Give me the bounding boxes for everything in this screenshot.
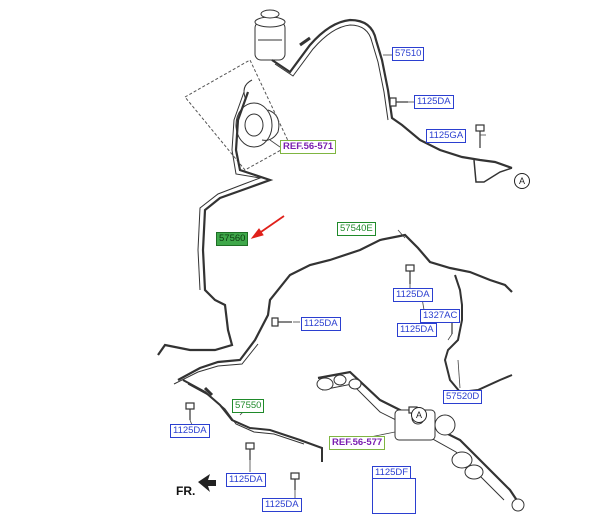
highlight-arrow [250,215,285,239]
front-direction-label: FR. [176,484,196,498]
part-label-1125DA: 1125DA [262,498,302,512]
part-label-57550: 57550 [232,399,265,413]
part-label-57540E: 57540E [337,222,376,236]
hose-57560 [157,91,274,356]
ref-label-56-577: REF.56-577 [329,436,386,450]
ref-label-56-571: REF.56-571 [280,140,337,154]
hose-57510 [271,18,513,170]
part-label-57510: 57510 [392,47,425,61]
connector-marker-a: A [411,407,427,423]
part-label-1125DA: 1125DA [414,95,454,109]
part-label-1125DA: 1125DA [393,288,433,302]
part-label-1125DA: 1125DA [170,424,210,438]
part-label-57520D: 57520D [443,390,483,404]
part-label-57560: 57560 [216,232,249,246]
connector-marker-a: A [514,173,530,189]
steering-gear-drawing [316,370,525,512]
part-label-1125DA: 1125DA [301,317,341,331]
part-1125DF-inset [372,478,416,514]
reservoir-drawing [254,9,286,61]
part-label-1327AC: 1327AC [420,309,461,323]
part-label-1125DA: 1125DA [226,473,266,487]
front-direction-arrow [198,474,216,492]
pump-drawing [235,79,280,148]
part-label-1125DA: 1125DA [397,323,437,337]
part-label-1125GA: 1125GA [426,129,467,143]
hose-57540E [177,233,513,381]
